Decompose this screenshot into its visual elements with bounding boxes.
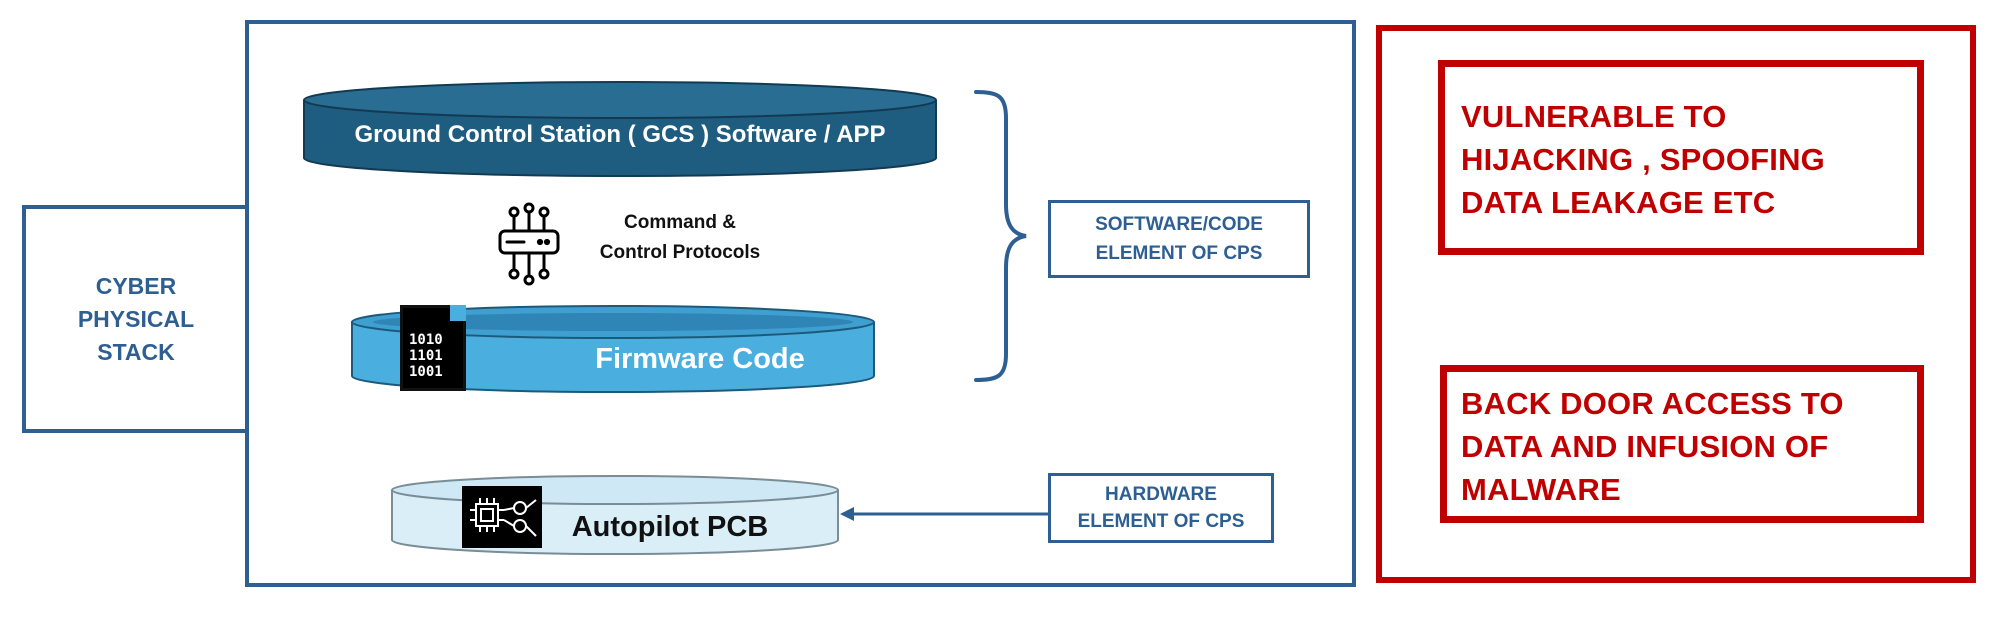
autopilot-layer-label: Autopilot PCB: [571, 510, 769, 543]
hijacking-threat-box: VULNERABLE TO HIJACKING , SPOOFING DATA …: [1438, 60, 1924, 255]
gcs-layer-disc: [303, 81, 937, 177]
backdoor-threat-text: BACK DOOR ACCESS TO DATA AND INFUSION OF…: [1461, 386, 1844, 507]
software-brace: [974, 90, 1027, 382]
gcs-layer-label: Ground Control Station ( GCS ) Software …: [354, 121, 886, 148]
software-element-box: SOFTWARE/CODE ELEMENT OF CPS: [1048, 200, 1310, 278]
circuit-chip-icon: [462, 486, 542, 548]
backdoor-threat-box: BACK DOOR ACCESS TO DATA AND INFUSION OF…: [1440, 365, 1924, 523]
binary-row: 1001: [409, 364, 443, 380]
hardware-element-label: HARDWARE ELEMENT OF CPS: [1077, 484, 1245, 532]
network-protocol-icon: [498, 202, 560, 286]
protocols-label: Command & Control Protocols: [599, 212, 761, 263]
firmware-layer-disc: [351, 305, 875, 393]
binary-file-icon: 1010 1101 1001: [400, 305, 466, 391]
hardware-arrow: [840, 507, 1048, 521]
binary-row: 1101: [409, 348, 443, 364]
cyber-physical-stack-box: CYBER PHYSICAL STACK: [22, 205, 250, 433]
cyber-physical-stack-label: CYBER PHYSICAL STACK: [77, 272, 195, 365]
firmware-layer-label: Firmware Code: [595, 342, 805, 375]
hardware-element-box: HARDWARE ELEMENT OF CPS: [1048, 473, 1274, 543]
hijacking-threat-text: VULNERABLE TO HIJACKING , SPOOFING DATA …: [1461, 99, 1825, 220]
binary-row: 1010: [409, 332, 443, 348]
software-element-label: SOFTWARE/CODE ELEMENT OF CPS: [1095, 214, 1263, 264]
